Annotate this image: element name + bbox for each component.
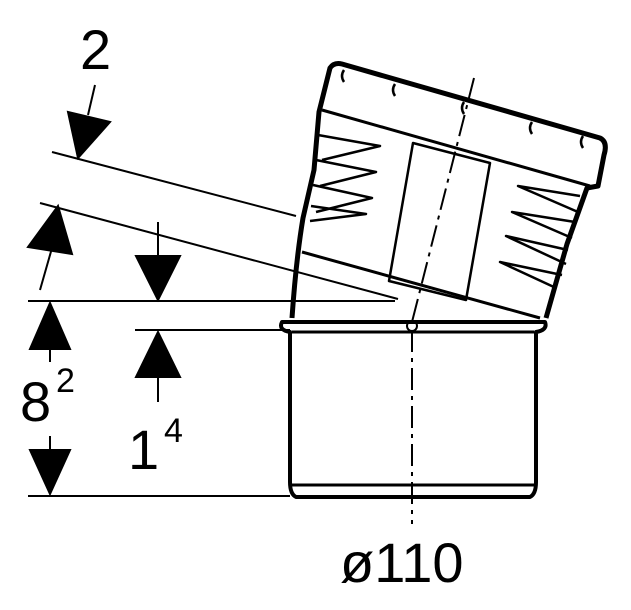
angle-label: 2 — [80, 18, 112, 81]
center-axes — [406, 77, 475, 524]
angle-line-arrow — [26, 203, 74, 256]
pipe-socket — [279, 320, 548, 499]
pipe-bend-section — [289, 61, 608, 320]
diameter-label: ø110 — [340, 531, 464, 594]
height-sub-bottom-arrow — [134, 329, 182, 378]
height-sub-top-arrow — [134, 255, 182, 303]
height-main-bottom-arrow — [28, 449, 72, 497]
angle-reference-line-upper — [51, 151, 297, 217]
height-sub-label: 1 — [128, 418, 160, 481]
height-main-top-arrow — [28, 300, 72, 350]
height-main-superscript: 2 — [56, 362, 75, 400]
height-sub-superscript: 4 — [164, 412, 183, 450]
dimension-arrows — [26, 84, 182, 497]
axis-pivot — [406, 320, 418, 332]
angle-arrow — [66, 110, 112, 161]
angle-reference-line-lower — [39, 202, 399, 300]
height-main-label: 8 — [20, 370, 52, 433]
dimension-lines — [28, 151, 399, 497]
bend-center-axis — [411, 77, 475, 323]
